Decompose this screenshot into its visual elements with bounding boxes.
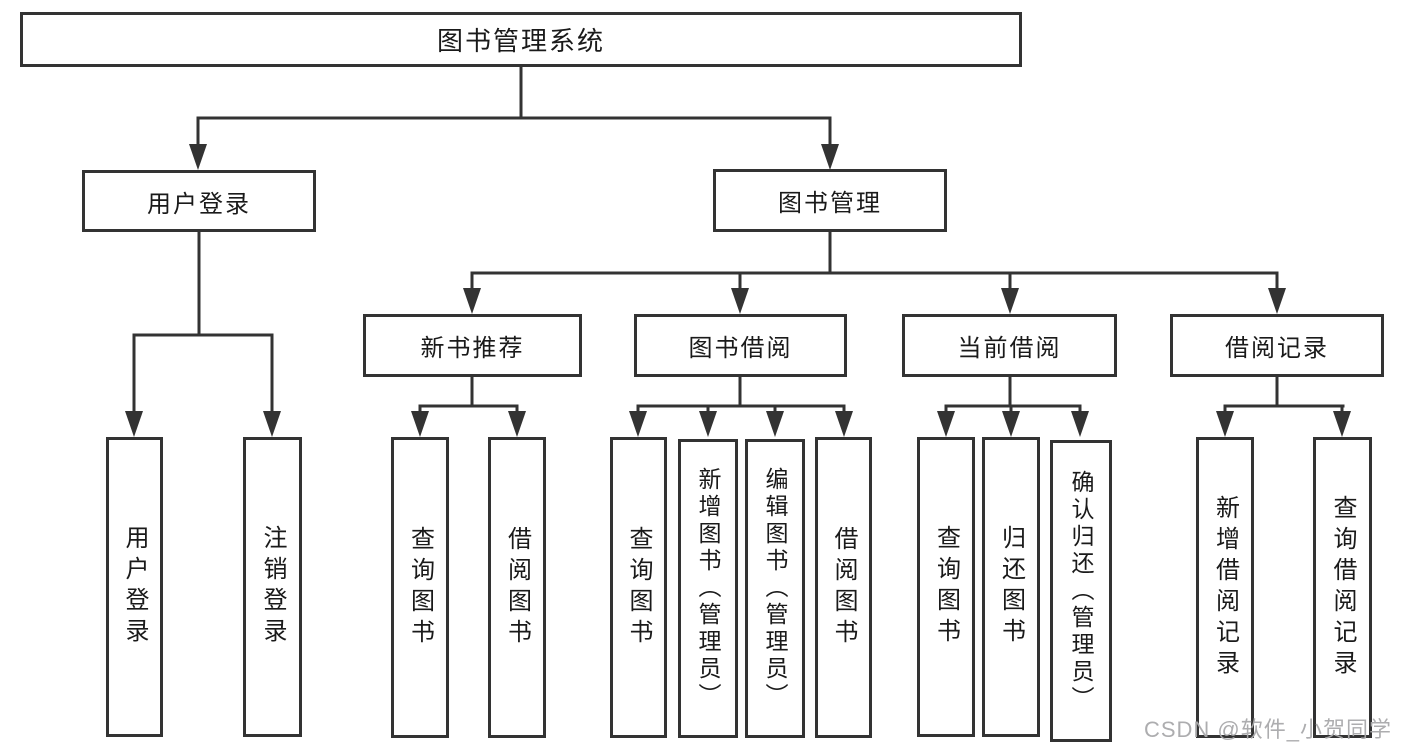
- node-label: 查询图书: [406, 525, 434, 650]
- leaf-nbr-query-books: 查询图书: [391, 437, 449, 738]
- node-book-borrowing: 图书借阅: [634, 314, 847, 377]
- csdn-watermark: CSDN @软件_小贺同学: [1143, 717, 1392, 742]
- node-label: 编辑图书（管理员）: [762, 467, 788, 710]
- node-label: 确认归还（管理员）: [1068, 469, 1094, 713]
- leaf-bb-borrow-books: 借阅图书: [815, 437, 872, 738]
- node-label: 图书管理系统: [436, 26, 605, 56]
- node-label: 查询图书: [625, 525, 652, 650]
- node-label: 归还图书: [997, 525, 1025, 649]
- node-library-management-system: 图书管理系统: [20, 12, 1022, 67]
- node-label: 新书推荐: [420, 335, 525, 362]
- node-label: 当前借阅: [957, 335, 1062, 362]
- node-label: 借阅记录: [1225, 335, 1329, 362]
- node-label: 查询借阅记录: [1329, 494, 1356, 681]
- leaf-bb-add-books-admin: 新增图书（管理员）: [678, 439, 738, 738]
- node-label: 新增图书（管理员）: [695, 467, 721, 710]
- node-label: 新增借阅记录: [1211, 494, 1239, 681]
- leaf-bb-query-books: 查询图书: [610, 437, 667, 738]
- node-label: 图书管理: [778, 190, 882, 217]
- node-current-borrowing: 当前借阅: [902, 314, 1117, 377]
- node-book-management: 图书管理: [713, 169, 947, 232]
- node-label: 用户登录: [121, 525, 148, 649]
- leaf-br-query-record: 查询借阅记录: [1313, 437, 1372, 738]
- leaf-cb-query-books: 查询图书: [917, 437, 975, 737]
- leaf-cb-return-books: 归还图书: [982, 437, 1040, 737]
- leaf-nbr-borrow-books: 借阅图书: [488, 437, 546, 738]
- node-user-login: 用户登录: [82, 170, 316, 232]
- node-label: 借阅图书: [830, 525, 857, 650]
- node-label: 图书借阅: [688, 335, 793, 362]
- leaf-cb-confirm-return-admin: 确认归还（管理员）: [1050, 440, 1112, 742]
- node-label: 注销登录: [259, 525, 286, 649]
- node-new-book-recommend: 新书推荐: [363, 314, 582, 377]
- leaf-br-add-record: 新增借阅记录: [1196, 437, 1254, 738]
- node-borrowing-records: 借阅记录: [1170, 314, 1384, 377]
- leaf-user-login: 用户登录: [106, 437, 163, 737]
- node-label: 用户登录: [147, 190, 251, 218]
- node-label: 借阅图书: [503, 525, 531, 650]
- leaf-bb-edit-books-admin: 编辑图书（管理员）: [745, 439, 805, 738]
- node-label: 查询图书: [932, 525, 960, 649]
- leaf-logout: 注销登录: [243, 437, 302, 737]
